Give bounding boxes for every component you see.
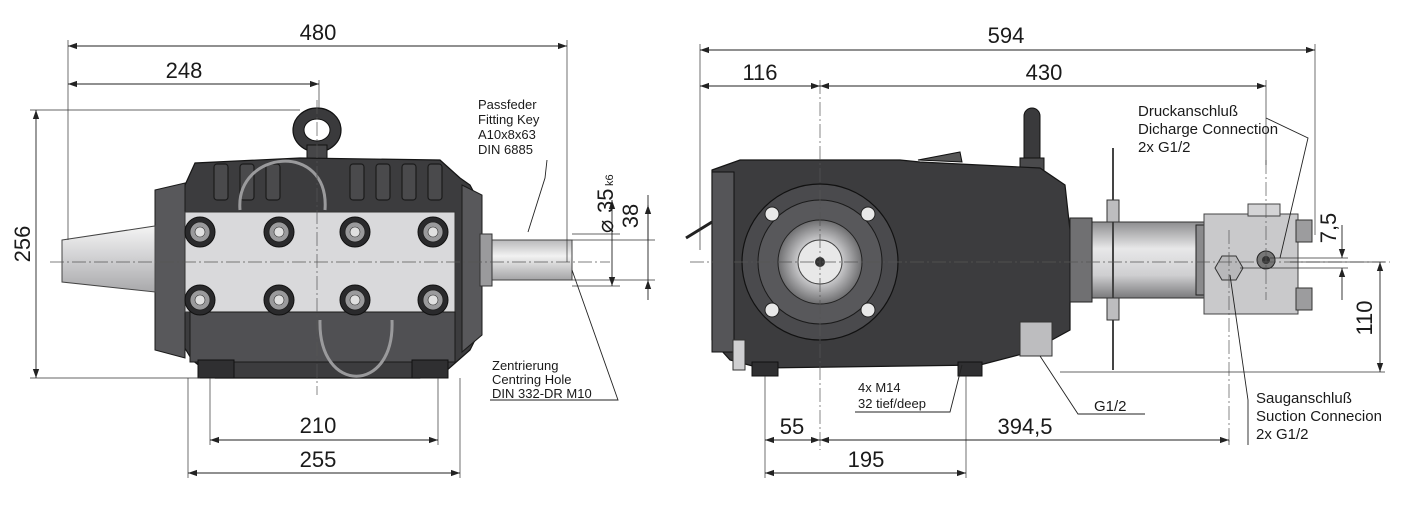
dim-195: 195 bbox=[848, 447, 885, 472]
dim-255: 255 bbox=[300, 447, 337, 472]
foot-rear bbox=[957, 361, 983, 377]
note-key-din: DIN 6885 bbox=[478, 142, 533, 157]
right-view: 594 116 430 7,5 110 55 394,5 195 Druckan… bbox=[685, 23, 1390, 478]
foot-right bbox=[411, 359, 449, 379]
dim-256: 256 bbox=[10, 226, 35, 263]
wire-loop-bottom bbox=[318, 319, 394, 378]
shaft-collar bbox=[479, 233, 493, 287]
note-centring-din: DIN 332-DR M10 bbox=[492, 386, 592, 401]
dim-35: 35 bbox=[593, 189, 618, 213]
note-fitting-key: Fitting Key bbox=[478, 112, 540, 127]
svg-text:⌀: ⌀ bbox=[593, 220, 618, 233]
dim-394-5: 394,5 bbox=[997, 414, 1052, 439]
dim-7-5: 7,5 bbox=[1316, 213, 1341, 244]
note-suction-thread: 2x G1/2 bbox=[1256, 426, 1309, 443]
dim-38: 38 bbox=[618, 204, 643, 228]
crankcase-top bbox=[917, 151, 963, 163]
note-suction-connection: Suction Connecion bbox=[1256, 408, 1382, 425]
dim-248: 248 bbox=[166, 58, 203, 83]
note-passfeder: Passfeder bbox=[478, 97, 537, 112]
note-sauganschluss: Sauganschluß bbox=[1256, 390, 1352, 407]
note-zentrierung: Zentrierung bbox=[492, 358, 558, 373]
note-discharge-thread: 2x G1/2 bbox=[1138, 139, 1191, 156]
housing-ribs bbox=[213, 163, 443, 201]
dim-110: 110 bbox=[1352, 300, 1377, 335]
dim-210: 210 bbox=[300, 413, 337, 438]
lifting-eye-side bbox=[1023, 107, 1041, 167]
plunger-guide bbox=[1069, 221, 1211, 299]
dim-480: 480 bbox=[300, 20, 337, 45]
foot-front bbox=[751, 361, 779, 377]
left-view: 480 248 256 210 255 ⌀ 35 k6 38 Passfeder… bbox=[10, 20, 655, 478]
drain-port bbox=[1019, 321, 1053, 357]
note-mount-depth: 32 tief/deep bbox=[858, 396, 926, 411]
dim-shaft-diameter: ⌀ 35 k6 bbox=[593, 174, 618, 233]
drive-shaft bbox=[479, 239, 573, 281]
note-drain: G1/2 bbox=[1094, 398, 1127, 415]
dim-55: 55 bbox=[780, 414, 804, 439]
flange-bolts bbox=[764, 206, 876, 318]
lower-plate bbox=[189, 311, 456, 363]
side-flange bbox=[154, 182, 186, 359]
dim-430: 430 bbox=[1026, 60, 1063, 85]
foot-left bbox=[197, 359, 235, 379]
dim-k6: k6 bbox=[604, 174, 616, 186]
note-druckanschluss: Druckanschluß bbox=[1138, 103, 1238, 120]
note-discharge-connection: Dicharge Connection bbox=[1138, 121, 1278, 138]
note-key-spec: A10x8x63 bbox=[478, 127, 536, 142]
note-mount-bolts: 4x M14 bbox=[858, 380, 901, 395]
cover-bolts bbox=[184, 216, 449, 316]
dim-594: 594 bbox=[988, 23, 1025, 48]
cone-cover bbox=[61, 225, 156, 293]
note-centring-hole: Centring Hole bbox=[492, 372, 572, 387]
side-flange-right bbox=[461, 184, 483, 354]
dim-116: 116 bbox=[742, 60, 777, 85]
wire-loop-top bbox=[238, 159, 327, 211]
